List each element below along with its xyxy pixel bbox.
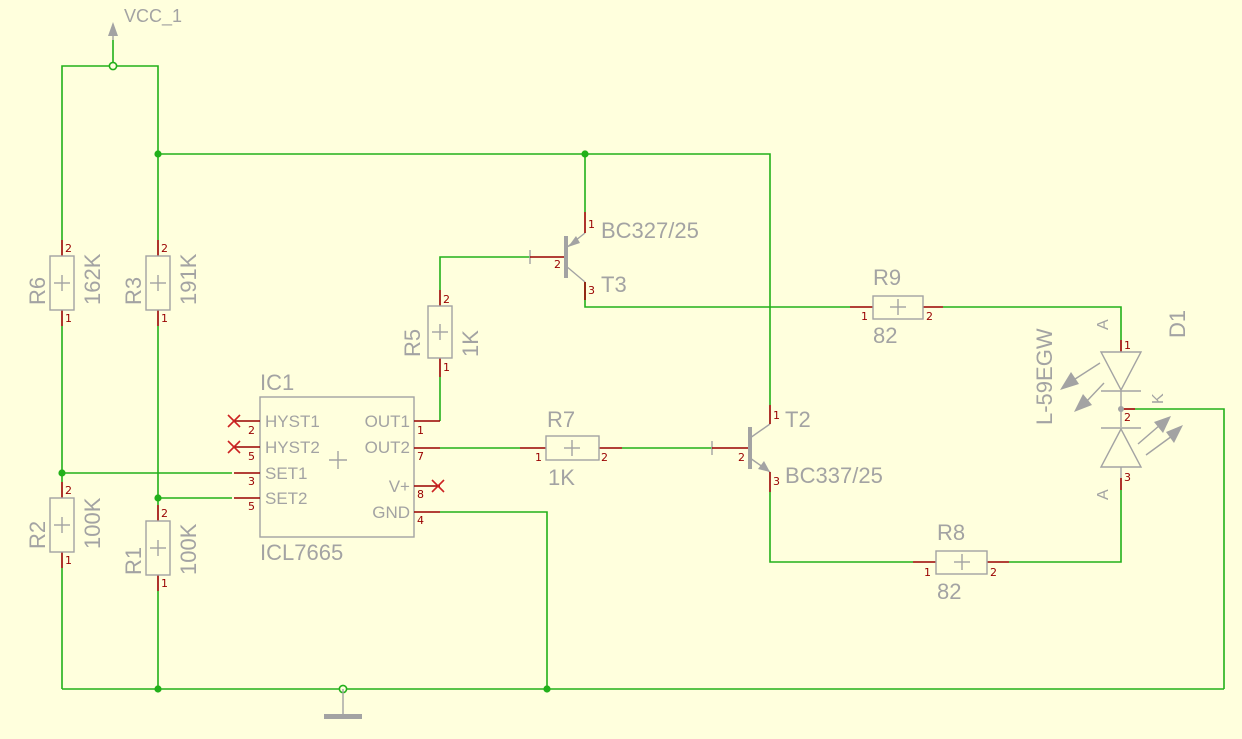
- resistor-r1: 2 1 R1 100K: [121, 505, 201, 591]
- transistor-pin: 2: [738, 451, 745, 464]
- vcc-arrow-icon: [108, 22, 118, 36]
- ic-pin-label: OUT1: [365, 412, 410, 431]
- resistor-name: R9: [873, 265, 901, 290]
- resistor-pin: 1: [861, 310, 868, 323]
- transistor-t3: 1 2 3 BC327/25 T3: [529, 212, 699, 300]
- light-emission-icon: [1060, 362, 1183, 456]
- resistor-value: 82: [873, 323, 897, 348]
- transistor-pin: 1: [588, 218, 595, 231]
- ground-symbol: [324, 689, 362, 719]
- transistor-pin: 2: [554, 258, 561, 271]
- resistor-pin: 2: [601, 451, 608, 464]
- led-part: L-59EGW: [1032, 328, 1057, 425]
- resistor-pin: 1: [535, 451, 542, 464]
- no-connect-icon: [227, 414, 445, 493]
- transistor-part: BC327/25: [601, 218, 699, 243]
- resistor-pin: 1: [65, 312, 72, 325]
- resistor-r3: 2 1 R3 191K: [121, 240, 201, 326]
- ic-pin-label: OUT2: [365, 438, 410, 457]
- resistor-pin: 2: [161, 507, 168, 520]
- transistor-name: T3: [601, 272, 627, 297]
- transistor-pin: 3: [773, 475, 780, 488]
- resistor-value: 100K: [80, 497, 105, 549]
- resistor-r5: 2 1 R5 1K: [400, 290, 483, 377]
- ic1-icl7665: IC1 ICL7665 HYST1 HYST2 SET1 SET2 OUT1 O…: [227, 370, 445, 565]
- resistor-name: R1: [121, 547, 146, 575]
- resistor-r6: 2 1 R6 162K: [25, 240, 105, 326]
- ic-pin-number: 5: [248, 500, 255, 513]
- ic-pin-label: GND: [372, 503, 410, 522]
- resistor-pin: 1: [161, 577, 168, 590]
- led-anode-label: A: [1095, 319, 1112, 330]
- resistor-value: 191K: [176, 253, 201, 305]
- ic-part: ICL7665: [260, 540, 343, 565]
- resistor-name: R5: [400, 329, 425, 357]
- resistor-value: 100K: [176, 523, 201, 575]
- ic-pin-number: 3: [248, 475, 255, 488]
- wires: [61, 40, 1225, 690]
- resistor-pin: 2: [443, 293, 450, 306]
- ic-pin-label: SET2: [265, 489, 308, 508]
- resistor-pin: 1: [924, 566, 931, 579]
- ic-pin-label: SET1: [265, 464, 308, 483]
- transistor-name: T2: [785, 407, 811, 432]
- vcc-label: VCC_1: [124, 6, 182, 27]
- resistor-name: R8: [937, 520, 965, 545]
- resistor-r7: 1 2 R7 1K: [520, 407, 622, 490]
- transistor-t2: 1 2 3 T2 BC337/25: [711, 405, 883, 492]
- ic-pin-number: 2: [248, 424, 255, 437]
- resistor-value: 1K: [458, 330, 483, 357]
- led-cathode-label: K: [1150, 393, 1167, 404]
- ic-pin-label: HYST1: [265, 412, 320, 431]
- resistor-r2: 2 1 R2 100K: [25, 482, 105, 568]
- ic-pin-number: 8: [417, 488, 424, 501]
- ic-name: IC1: [260, 370, 294, 395]
- led-pin: 1: [1124, 339, 1131, 352]
- ic-pin-number: 4: [417, 514, 424, 527]
- resistor-name: R2: [25, 521, 50, 549]
- junctions: [58, 61, 589, 694]
- resistor-name: R6: [25, 277, 50, 305]
- resistor-pin: 1: [65, 554, 72, 567]
- transistor-part: BC337/25: [785, 463, 883, 488]
- resistor-pin: 1: [161, 312, 168, 325]
- led-name: D1: [1165, 310, 1190, 338]
- resistor-value: 1K: [548, 465, 575, 490]
- ic-pin-label: V+: [389, 477, 410, 496]
- resistor-r9: 1 2 R9 82: [850, 265, 943, 348]
- resistor-name: R3: [121, 277, 146, 305]
- led-pin: 3: [1124, 471, 1131, 484]
- resistor-pin: 2: [65, 242, 72, 255]
- resistor-pin: 2: [990, 566, 997, 579]
- resistor-value: 162K: [80, 253, 105, 305]
- resistor-pin: 2: [161, 242, 168, 255]
- resistor-name: R7: [547, 407, 575, 432]
- resistor-value: 82: [937, 579, 961, 604]
- resistor-pin: 2: [65, 484, 72, 497]
- resistor-pin: 2: [926, 310, 933, 323]
- resistor-pin: 1: [443, 361, 450, 374]
- led-d1: 1 2 3 A K A D1 L-59EGW: [1032, 310, 1190, 500]
- transistor-pin: 3: [588, 284, 595, 297]
- ic-pin-number: 7: [417, 450, 424, 463]
- transistor-pin: 1: [773, 409, 780, 422]
- led-anode-label: A: [1095, 489, 1112, 500]
- resistor-r8: 1 2 R8 82: [913, 520, 1009, 604]
- vcc-supply: VCC_1: [108, 6, 182, 40]
- ic-pin-label: HYST2: [265, 438, 320, 457]
- ic-pin-number: 1: [417, 424, 424, 437]
- led-pin: 2: [1124, 411, 1131, 424]
- ic-pin-number: 5: [248, 450, 255, 463]
